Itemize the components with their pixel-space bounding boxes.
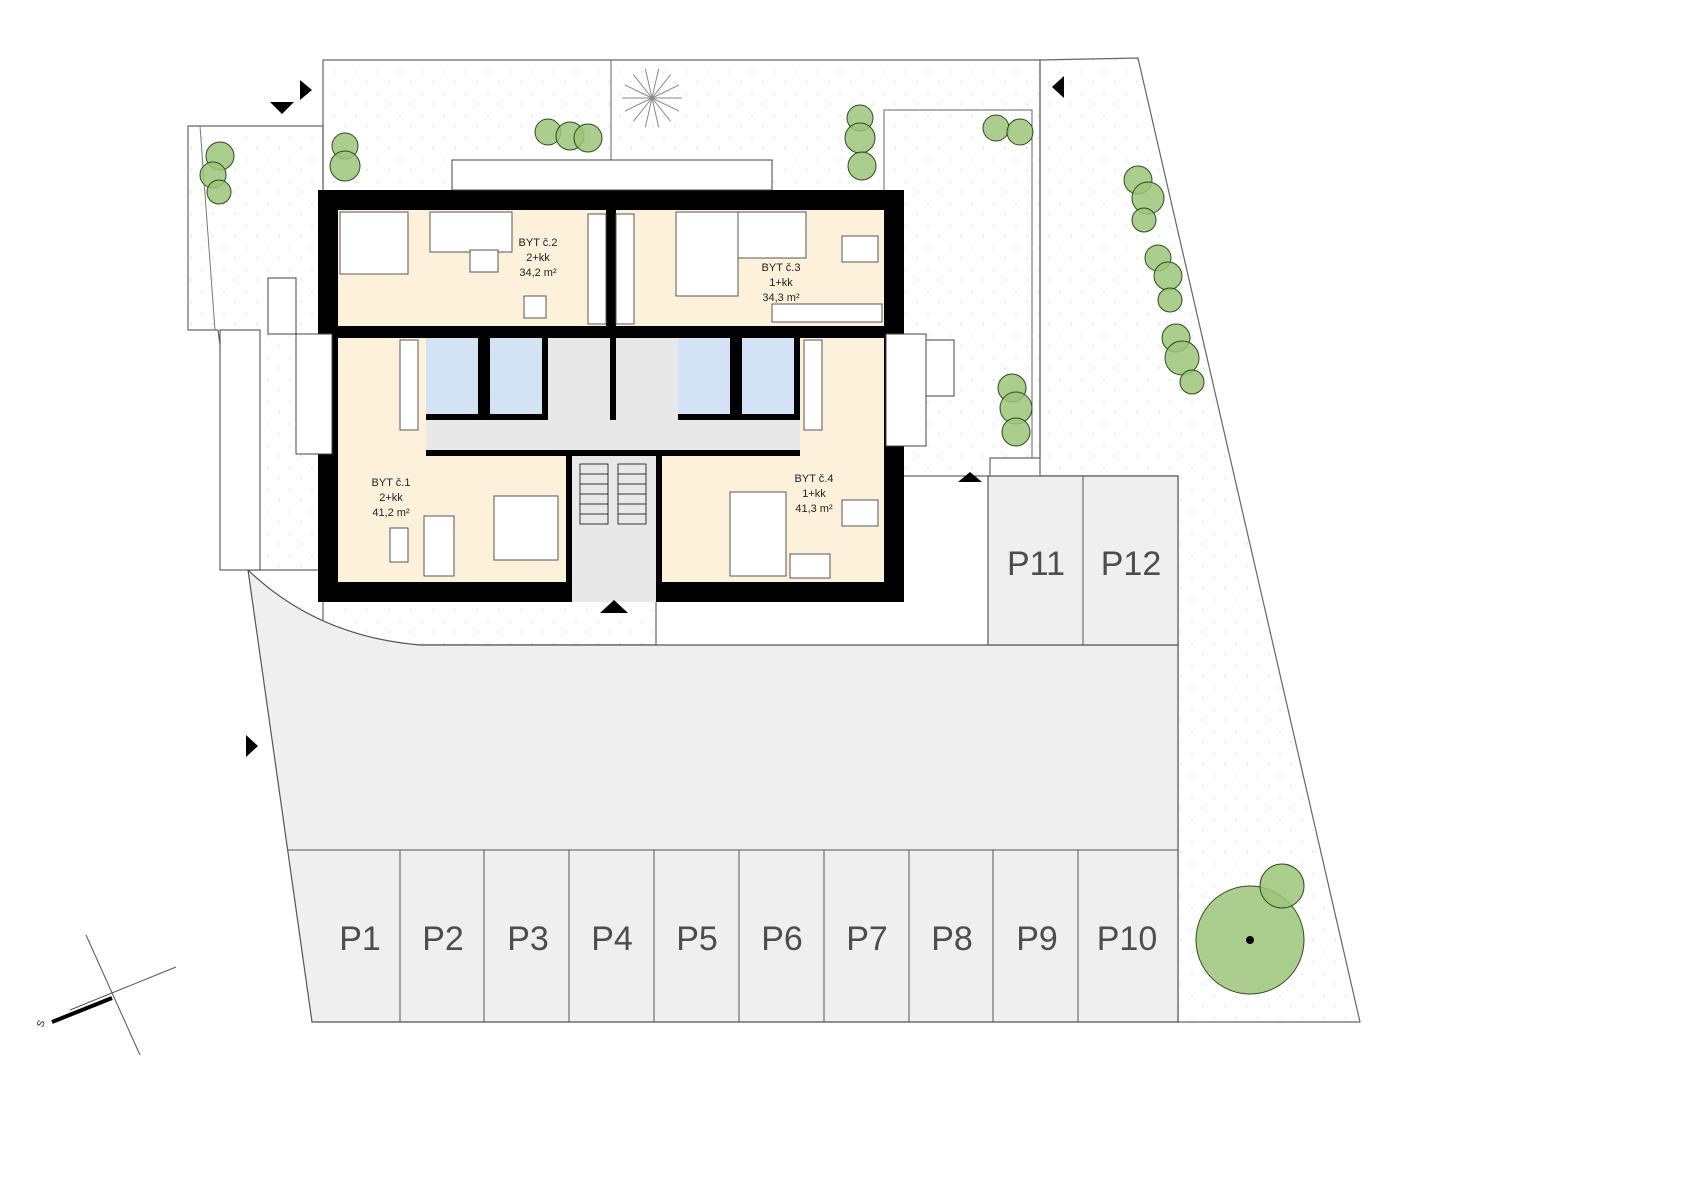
apartment-4-layout: 1+kk <box>802 488 826 500</box>
sofa-apt3 <box>675 211 739 297</box>
parking-slot-label: P11 <box>1007 545 1065 583</box>
sofa-apt2 <box>429 211 513 253</box>
tree-icon <box>1153 261 1183 291</box>
apartment-3-area: 34,3 m² <box>762 292 800 304</box>
parking-slot-label: P1 <box>339 920 381 958</box>
bed-apt2 <box>339 211 409 275</box>
terraces <box>219 159 955 571</box>
tree-icon <box>1001 417 1031 447</box>
apartment-2-name: BYT č.2 <box>519 237 558 249</box>
apartment-2-area: 34,2 m² <box>519 267 557 279</box>
sofa-apt1 <box>423 515 455 577</box>
tree-icon <box>573 123 603 153</box>
apartment-4-area: 41,3 m² <box>795 503 833 515</box>
sofa-apt4 <box>729 491 787 577</box>
tree-icon <box>1131 207 1157 233</box>
site-plan: P1 P2 P3 P4 P5 P6 P7 P8 P9 P10 P11 P12 <box>35 57 1361 1056</box>
tree-icon <box>1179 369 1205 395</box>
apartment-label-1: BYT č.1 2+kk 41,2 m² <box>372 477 411 519</box>
apartment-2-layout: 2+kk <box>526 252 550 264</box>
entry-arrow-icon <box>1052 76 1064 98</box>
parking-slot-label: P3 <box>507 920 549 958</box>
parking-labels: P1 P2 P3 P4 P5 P6 P7 P8 P9 P10 P11 P12 <box>339 545 1161 958</box>
tree-icon <box>847 151 877 181</box>
parking-area: P1 P2 P3 P4 P5 P6 P7 P8 P9 P10 P11 P12 <box>247 475 1179 1023</box>
apartment-3-layout: 1+kk <box>769 277 793 289</box>
parking-slot-label: P9 <box>1016 920 1058 958</box>
entry-arrow-icon <box>246 735 258 757</box>
trees <box>199 68 1305 995</box>
tree-icon <box>1259 863 1305 909</box>
entry-arrow-icon <box>300 80 312 100</box>
tree-icon <box>329 150 361 182</box>
parking-slot-label: P12 <box>1101 545 1162 583</box>
parking-slot-label: P2 <box>422 920 464 958</box>
bed-apt1 <box>493 495 559 561</box>
tree-icon <box>1157 287 1183 313</box>
bed-apt3 <box>737 211 807 259</box>
entry-arrows <box>246 76 1064 757</box>
tree-icon <box>206 179 232 205</box>
entry-arrow-icon <box>600 600 628 613</box>
apartment-4-name: BYT č.4 <box>795 473 834 485</box>
apartment-label-4: BYT č.4 1+kk 41,3 m² <box>795 473 834 515</box>
parking-slot-label: P10 <box>1097 920 1158 958</box>
tree-icon <box>844 122 876 154</box>
apartment-label-2: BYT č.2 2+kk 34,2 m² <box>519 237 558 279</box>
compass-needle-icon <box>51 996 113 1024</box>
shrub-icon <box>622 68 682 128</box>
parking-slot-label: P4 <box>591 920 633 958</box>
apartment-3-name: BYT č.3 <box>762 262 801 274</box>
north-arrow-label: S <box>35 1019 48 1029</box>
apartment-label-3: BYT č.3 1+kk 34,3 m² <box>762 262 801 304</box>
apartment-1-name: BYT č.1 <box>372 477 411 489</box>
tree-center-icon <box>1246 936 1254 944</box>
entry-arrow-icon <box>270 102 294 114</box>
stair-east <box>925 339 955 397</box>
apartment-1-area: 41,2 m² <box>372 507 410 519</box>
building <box>318 190 904 602</box>
apartment-1-layout: 2+kk <box>379 492 403 504</box>
parking-slot-label: P8 <box>931 920 973 958</box>
parking-slot-label: P7 <box>846 920 888 958</box>
parking-slot-label: P6 <box>761 920 803 958</box>
tree-icon <box>1006 118 1034 146</box>
parking-slot-label: P5 <box>676 920 718 958</box>
entry-arrow-icon <box>958 472 982 482</box>
tree-icon <box>982 114 1010 142</box>
north-arrow: S <box>35 934 177 1056</box>
stair-west <box>267 277 297 335</box>
